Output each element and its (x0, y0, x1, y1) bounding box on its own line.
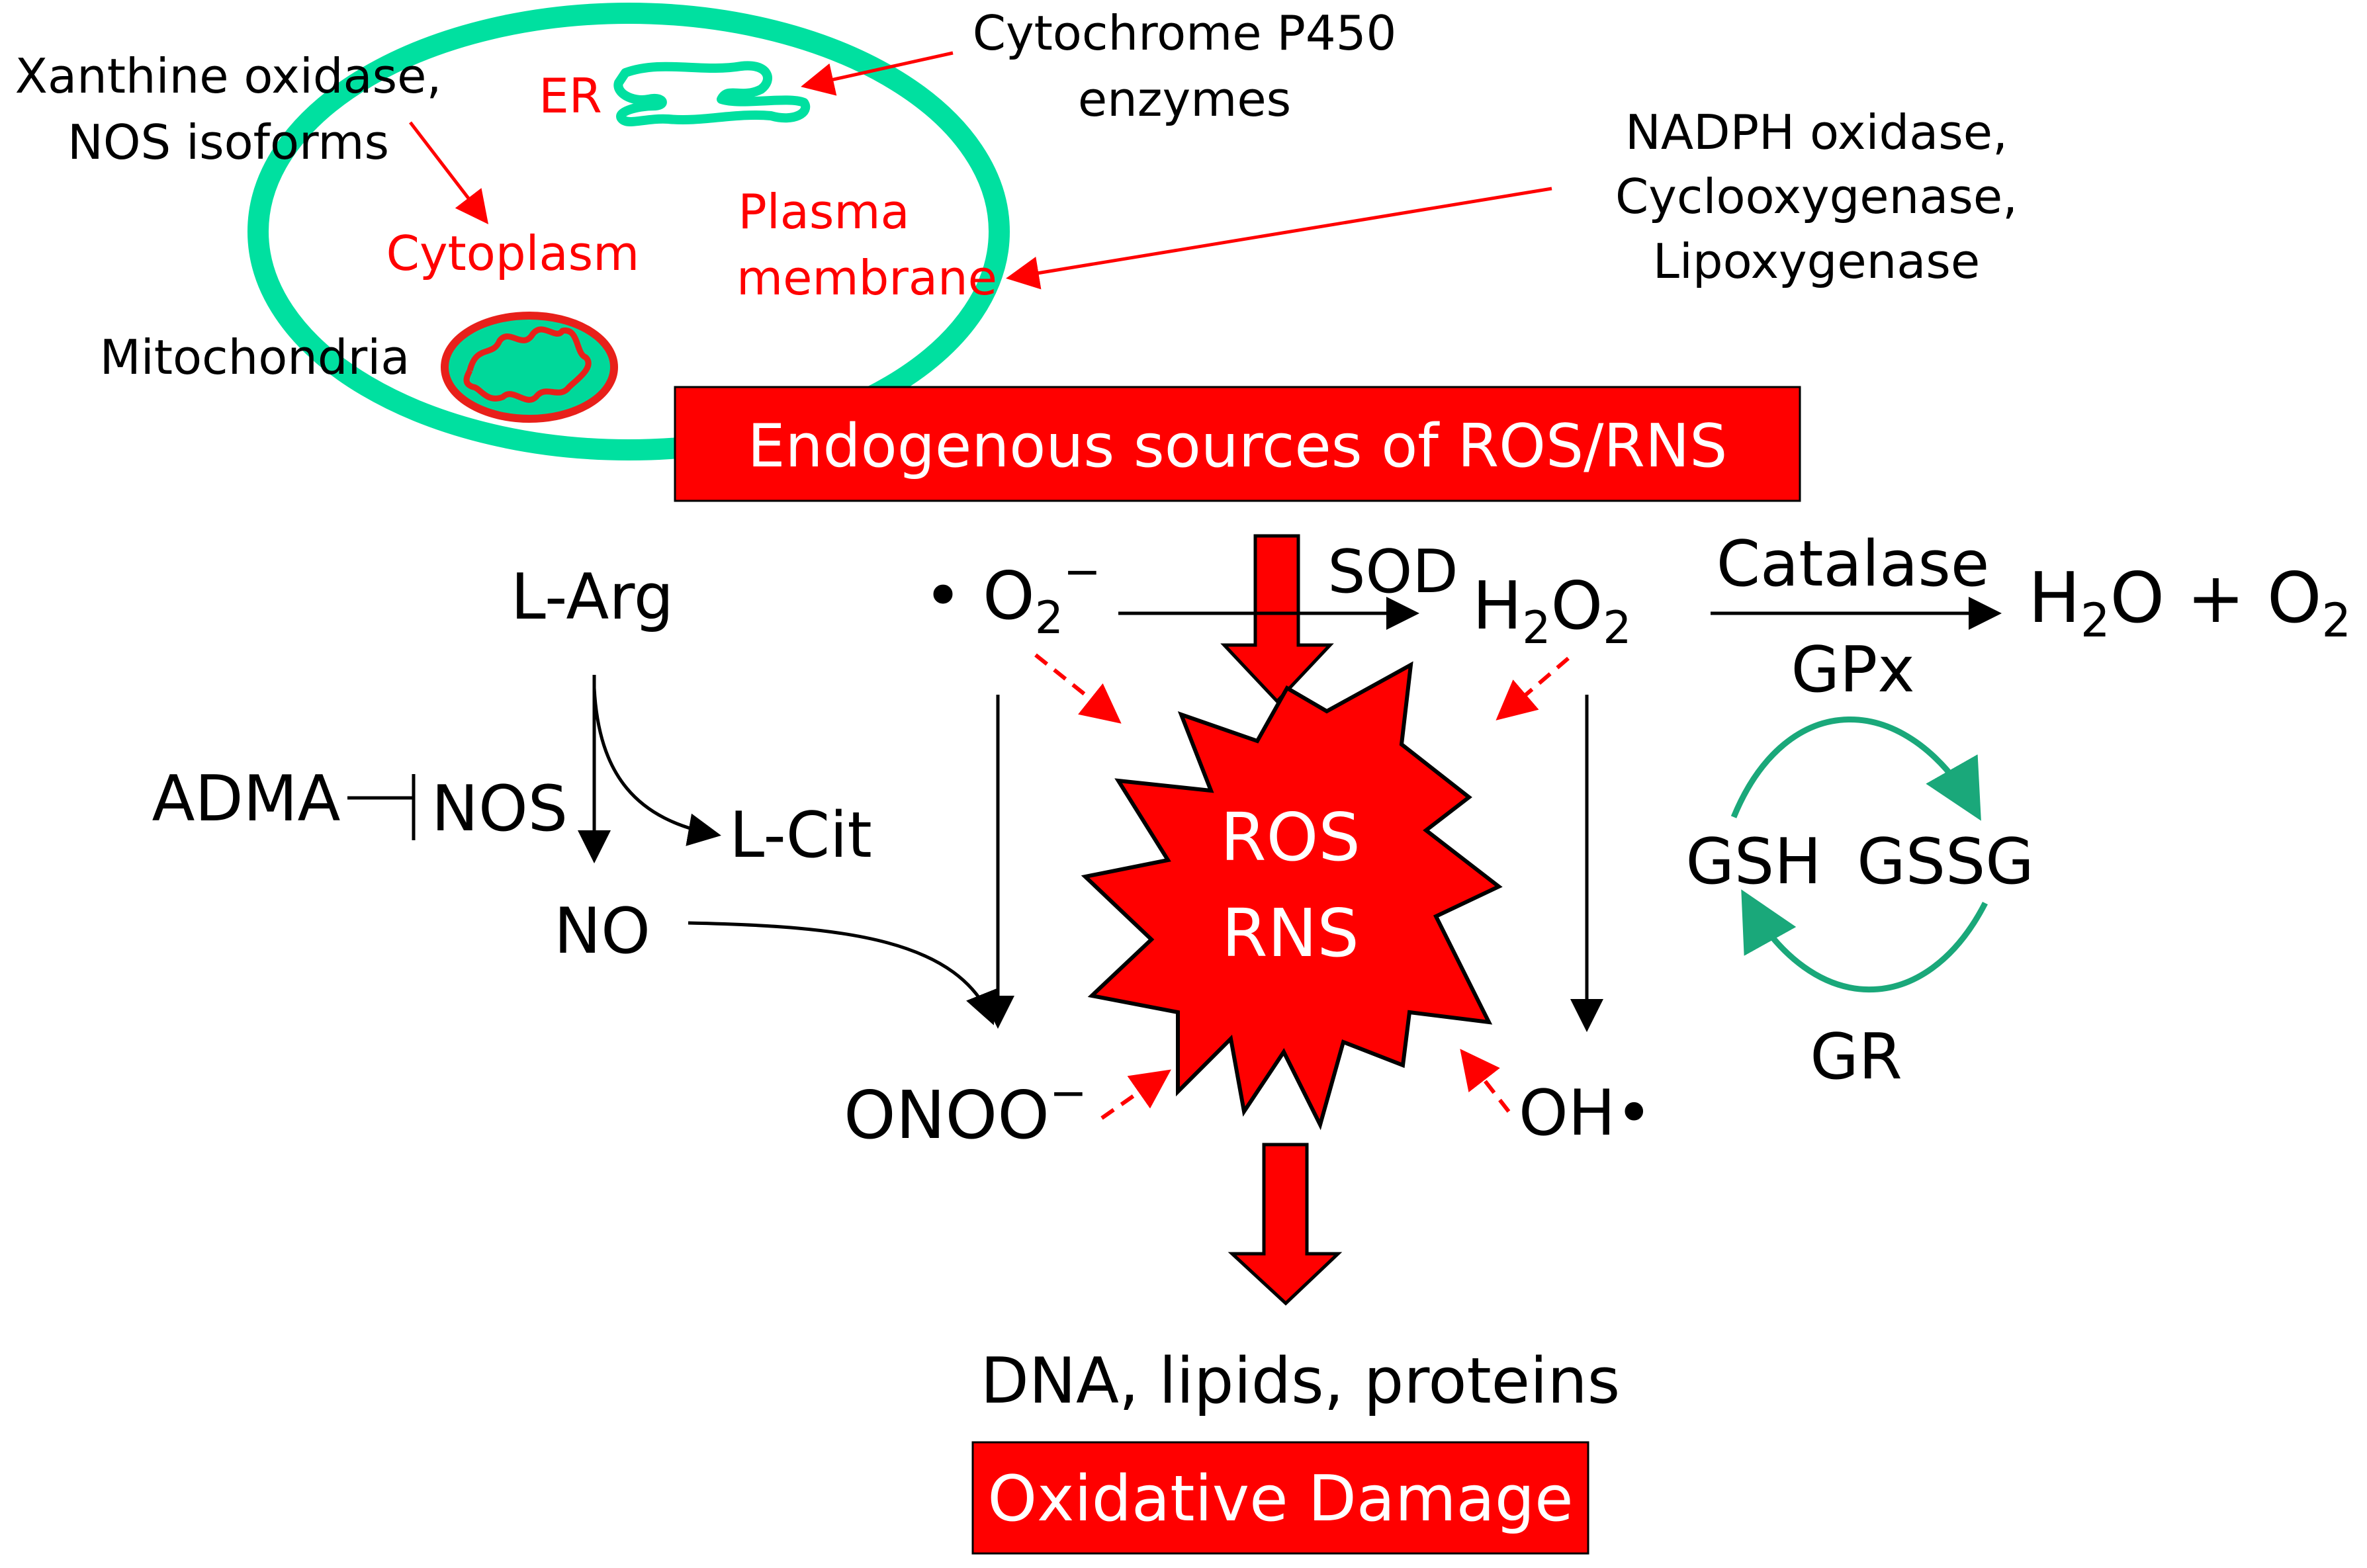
arrow-no-to-onoo (688, 921, 997, 1025)
superoxide-charge: − (1063, 546, 1101, 598)
ros-label: ROS (1220, 799, 1361, 876)
xanthine-oxidase-label: Xanthine oxidase, (15, 48, 442, 104)
cytochrome-enzymes-label: enzymes (1078, 71, 1291, 127)
dashed-arrow-oh-to-ros (1460, 1049, 1511, 1113)
adma-label: ADMA (152, 763, 340, 836)
superoxide-dot: • (924, 557, 963, 634)
dashed-arrow-superoxide-to-ros (1034, 653, 1122, 724)
block-arrow-to-damage (1228, 1143, 1343, 1306)
er-label: ER (539, 68, 602, 124)
catalase-label: Catalase (1717, 528, 1990, 601)
h2o2-subscript-2: 2 (1603, 602, 1631, 654)
arrow-gsh-to-gssg (1730, 717, 1981, 821)
mitochondria-label: Mitochondria (100, 329, 410, 385)
peroxynitrite-label: ONOO− (844, 1067, 1087, 1154)
nadph-oxidase-label: NADPH oxidase, (1625, 105, 2008, 160)
arrow-xanthine-to-cytoplasm (409, 121, 489, 224)
arrow-cytochrome-to-er (801, 51, 954, 96)
superoxide-label: O2− (983, 546, 1101, 644)
nos-isoforms-label: NOS isoforms (67, 114, 389, 170)
oxygen-subscript: 2 (2322, 593, 2352, 648)
arrow-nadph-to-membrane (1006, 187, 1552, 290)
arrow-gssg-to-gsh (1741, 889, 1988, 993)
endogenous-sources-box: Endogenous sources of ROS/RNS (674, 386, 1801, 502)
arrow-larg-to-lcit (592, 687, 721, 846)
er-organelle (613, 61, 810, 126)
cell-membrane (247, 3, 1010, 460)
dashed-arrow-onoo-to-ros (1100, 1069, 1171, 1120)
gsh-label: GSH (1685, 826, 1821, 898)
membrane-label: membrane (737, 250, 997, 306)
gr-label: GR (1810, 1021, 1902, 1094)
l-cit-label: L-Cit (729, 799, 872, 872)
gpx-label: GPx (1791, 634, 1914, 707)
ros-rns-burst: ROS RNS (1081, 661, 1503, 1131)
sod-label: SOD (1327, 537, 1458, 607)
oxidative-damage-box: Oxidative Damage (971, 1441, 1589, 1555)
targets-label: DNA, lipids, proteins (981, 1345, 1620, 1418)
cytoplasm-label: Cytoplasm (386, 226, 640, 281)
water-oxygen-label: H2O + O2 (2028, 558, 2351, 648)
hydroxyl-label: OH• (1519, 1077, 1652, 1150)
hydroxyl-dot: • (1615, 1077, 1652, 1150)
block-arrow-to-ros (1220, 534, 1334, 704)
no-label: NO (554, 895, 650, 968)
peroxynitrite-charge: − (1050, 1067, 1087, 1119)
h2o2-subscript-1: 2 (1522, 602, 1550, 654)
mitochondria-organelle (441, 312, 618, 423)
water-subscript: 2 (2080, 593, 2110, 648)
rns-label: RNS (1222, 894, 1359, 972)
cytochrome-p450-label: Cytochrome P450 (973, 5, 1397, 61)
gssg-label: GSSG (1857, 826, 2034, 898)
lipoxygenase-label: Lipoxygenase (1653, 234, 1980, 289)
dashed-arrow-h2o2-to-ros (1496, 656, 1570, 720)
endogenous-sources-label: Endogenous sources of ROS/RNS (748, 412, 1728, 481)
h2o2-label: H2O2 (1472, 567, 1631, 654)
nos-label: NOS (431, 773, 568, 846)
oxidative-damage-label: Oxidative Damage (987, 1463, 1573, 1536)
cyclooxygenase-label: Cyclooxygenase, (1615, 169, 2018, 224)
l-arg-label: L-Arg (511, 561, 674, 634)
superoxide-subscript: 2 (1035, 592, 1063, 644)
plasma-label: Plasma (738, 184, 909, 240)
